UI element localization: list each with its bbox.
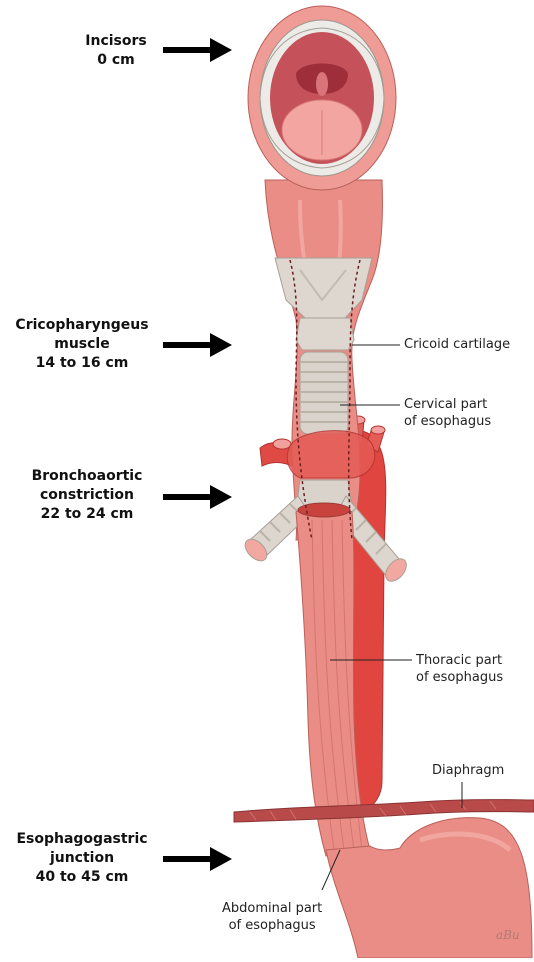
label-line: Bronchoaortic bbox=[12, 467, 162, 486]
label-bronchoaortic: Bronchoaortic constriction 22 to 24 cm bbox=[12, 467, 162, 524]
cricoid-cartilage bbox=[296, 318, 354, 350]
label-line: Diaphragm bbox=[432, 762, 504, 779]
label-line: Incisors bbox=[74, 32, 158, 51]
label-line: 40 to 45 cm bbox=[4, 868, 160, 887]
mouth bbox=[248, 6, 396, 190]
label-abdominal-part: Abdominal part of esophagus bbox=[222, 900, 322, 934]
label-line: 22 to 24 cm bbox=[12, 505, 162, 524]
label-line: of esophagus bbox=[222, 917, 322, 934]
label-thoracic-part: Thoracic part of esophagus bbox=[416, 652, 503, 686]
arrow-bronchoaortic bbox=[163, 485, 232, 509]
label-incisors: Incisors 0 cm bbox=[74, 32, 158, 70]
diaphragm bbox=[234, 800, 534, 823]
arrow-incisors bbox=[163, 38, 232, 62]
label-line: constriction bbox=[12, 486, 162, 505]
label-line: Esophagogastric bbox=[4, 830, 160, 849]
label-line: Cricopharyngeus bbox=[2, 316, 162, 335]
label-line: 14 to 16 cm bbox=[2, 354, 162, 373]
label-line: of esophagus bbox=[416, 669, 503, 686]
label-line: Abdominal part bbox=[222, 900, 322, 917]
label-diaphragm: Diaphragm bbox=[432, 762, 504, 779]
artist-signature: aBu bbox=[496, 928, 520, 942]
label-cricopharyngeus: Cricopharyngeus muscle 14 to 16 cm bbox=[2, 316, 162, 373]
label-esophagogastric: Esophagogastric junction 40 to 45 cm bbox=[4, 830, 160, 887]
label-line: 0 cm bbox=[74, 51, 158, 70]
label-line: junction bbox=[4, 849, 160, 868]
label-cricoid-cartilage: Cricoid cartilage bbox=[404, 336, 510, 353]
arrows bbox=[163, 38, 232, 871]
label-line: Cervical part bbox=[404, 396, 491, 413]
label-line: of esophagus bbox=[404, 413, 491, 430]
arrow-esophagogastric bbox=[163, 847, 232, 871]
label-line: muscle bbox=[2, 335, 162, 354]
arrow-cricopharyngeus bbox=[163, 333, 232, 357]
trachea bbox=[300, 352, 348, 434]
label-line: Cricoid cartilage bbox=[404, 336, 510, 353]
label-line: Thoracic part bbox=[416, 652, 503, 669]
label-cervical-part: Cervical part of esophagus bbox=[404, 396, 491, 430]
